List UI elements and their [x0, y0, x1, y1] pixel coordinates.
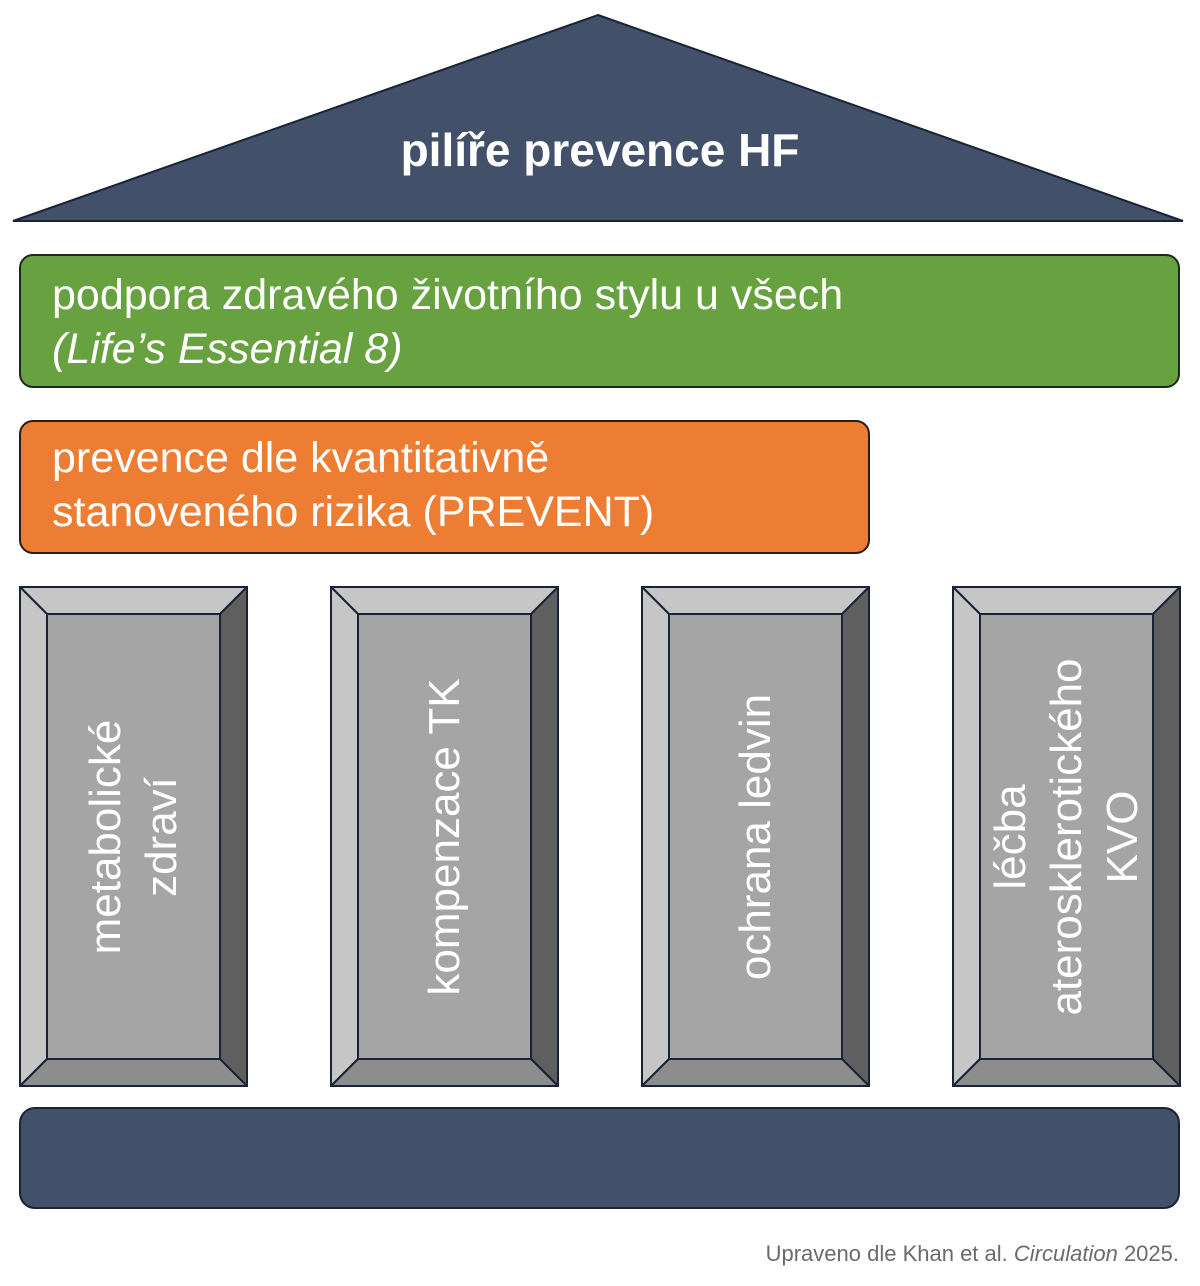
- pillar-face: [668, 613, 843, 1060]
- source-prefix: Upraveno dle Khan et al.: [765, 1241, 1014, 1266]
- pillar-bevel-frame: [330, 586, 559, 1087]
- source-year: 2025.: [1117, 1241, 1179, 1266]
- bevel-top: [952, 586, 1181, 615]
- pillar-label-line: kompenzace TK: [419, 677, 469, 996]
- pillar-label: ochrana ledvin: [728, 693, 784, 979]
- pillar-bevel-frame: [19, 586, 248, 1087]
- roof-title: pilíře prevence HF: [400, 124, 800, 176]
- bevel-top: [19, 586, 248, 615]
- source-citation: Upraveno dle Khan et al. Circulation 202…: [766, 1240, 1179, 1268]
- lifestyle-band-line1: podpora zdravého životního stylu u všech: [52, 271, 844, 319]
- roof-pediment: [12, 13, 1184, 222]
- bevel-bottom: [19, 1058, 248, 1087]
- bevel-left: [330, 586, 359, 1087]
- bevel-bottom: [952, 1058, 1181, 1087]
- pillar-face: [979, 613, 1154, 1060]
- pillar-bevel-frame: [641, 586, 870, 1087]
- pillar-bevel-frame: [952, 586, 1181, 1087]
- risk-band-line1: prevence dle kvantitativně: [52, 434, 550, 482]
- pillar-label-line: KVO: [1097, 790, 1147, 883]
- risk-band-line2: stanoveného rizika (PREVENT): [52, 488, 655, 536]
- pillar-face: [357, 613, 532, 1060]
- pillar-face: [46, 613, 221, 1060]
- pillar-label: kompenzace TK: [417, 678, 473, 995]
- lifestyle-band: podpora zdravého životního stylu u všech…: [19, 254, 1180, 388]
- bevel-right: [530, 586, 559, 1087]
- roof-triangle: [12, 13, 1184, 222]
- bevel-top: [641, 586, 870, 615]
- pillar-label-line: zdraví: [136, 776, 186, 897]
- bevel-left: [19, 586, 48, 1087]
- lifestyle-band-line2: (Life’s Essential 8): [52, 325, 403, 373]
- pillar-blood-pressure: kompenzace TK: [330, 586, 559, 1087]
- pillar-kidney-protection: ochrana ledvin: [641, 586, 870, 1087]
- pillar-label-line: ochrana ledvin: [730, 693, 780, 980]
- bevel-top: [330, 586, 559, 615]
- bevel-bottom: [330, 1058, 559, 1087]
- bevel-bottom: [641, 1058, 870, 1087]
- foundation-base: [19, 1107, 1180, 1209]
- risk-band: prevence dle kvantitativně stanoveného r…: [19, 420, 870, 554]
- pillar-label-line: metabolické: [80, 719, 130, 954]
- bevel-left: [641, 586, 670, 1087]
- bevel-left: [952, 586, 981, 1087]
- bevel-right: [219, 586, 248, 1087]
- pillar-label-line: aterosklerotického: [1041, 657, 1091, 1016]
- bevel-right: [841, 586, 870, 1087]
- bevel-right: [1152, 586, 1181, 1087]
- source-journal: Circulation: [1013, 1241, 1118, 1266]
- pillar-label-line: léčba: [985, 783, 1035, 890]
